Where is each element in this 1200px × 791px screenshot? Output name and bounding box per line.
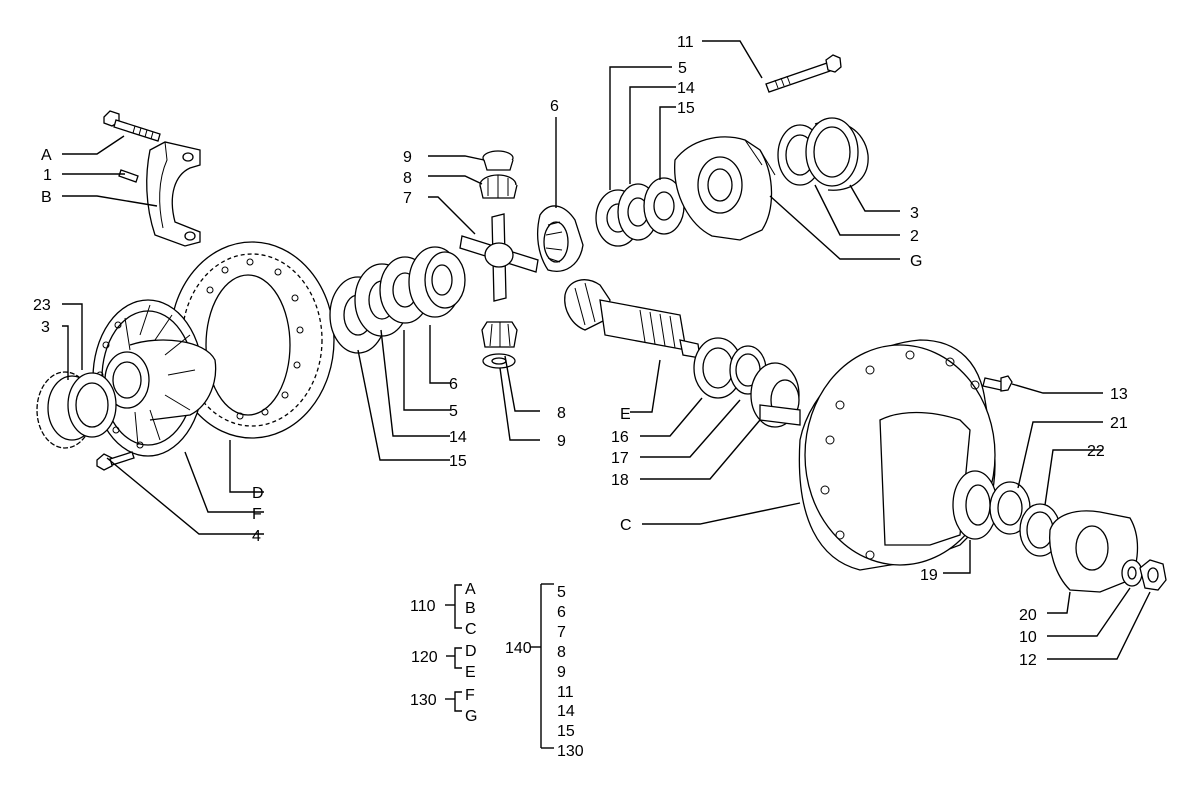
group-140-member-11: 11 xyxy=(557,684,574,701)
group-140-label: 140 xyxy=(505,640,532,657)
leader-lines xyxy=(62,40,1151,660)
group-120-label: 120 xyxy=(411,649,438,666)
callout-f: F xyxy=(252,506,262,523)
callout-10: 10 xyxy=(1019,629,1037,646)
group-130: 130 F G xyxy=(410,687,477,725)
callout-a: A xyxy=(41,147,52,164)
group-110: 110 A B C xyxy=(410,581,477,638)
bearing-right-part xyxy=(777,117,869,191)
group-130-label: 130 xyxy=(410,692,437,709)
bolt-11-part xyxy=(765,54,842,93)
callout-e: E xyxy=(620,406,631,423)
callout-5-left: 5 xyxy=(449,403,458,420)
group-120: 120 D E xyxy=(411,643,477,681)
callout-20: 20 xyxy=(1019,607,1037,624)
group-140-member-14: 14 xyxy=(557,703,575,720)
pinion-shaft-e-part xyxy=(564,279,701,359)
callout-13: 13 xyxy=(1110,386,1128,403)
group-120-member-e: E xyxy=(465,664,476,681)
pin-1-part xyxy=(118,169,139,183)
callout-1: 1 xyxy=(43,167,52,184)
callout-19: 19 xyxy=(920,567,938,584)
callout-17: 17 xyxy=(611,450,629,467)
callout-6-left: 6 xyxy=(449,376,458,393)
callout-18: 18 xyxy=(611,472,629,489)
callout-8-top: 8 xyxy=(403,170,412,187)
bearing-left-part xyxy=(36,371,117,449)
callout-g: G xyxy=(910,253,922,270)
callout-9-top: 9 xyxy=(403,149,412,166)
callout-4: 4 xyxy=(252,528,261,545)
callout-15-left: 15 xyxy=(449,453,467,470)
flange-assembly-part xyxy=(1049,510,1167,593)
callout-8-bottom: 8 xyxy=(557,405,566,422)
callout-14-left: 14 xyxy=(449,429,467,446)
callout-21: 21 xyxy=(1110,415,1128,432)
group-130-member-g: G xyxy=(465,708,477,725)
callout-labels: A 1 B 23 3 4 F D 9 8 7 6 6 5 14 15 8 9 1… xyxy=(33,34,1128,669)
callout-12: 12 xyxy=(1019,652,1037,669)
callout-16: 16 xyxy=(611,429,629,446)
group-140-member-7: 7 xyxy=(557,624,566,641)
callout-9-bottom: 9 xyxy=(557,433,566,450)
group-130-member-f: F xyxy=(465,687,475,704)
callout-3-right: 3 xyxy=(910,205,919,222)
pinion-bearings-part xyxy=(693,337,801,428)
side-pinion-top-part xyxy=(479,150,518,199)
group-140-member-130: 130 xyxy=(557,743,584,760)
bearing-cap-b-part xyxy=(146,141,201,247)
callout-5-right: 5 xyxy=(678,60,687,77)
callout-22: 22 xyxy=(1087,443,1105,460)
group-110-member-a: A xyxy=(465,581,476,598)
callout-6-top: 6 xyxy=(550,98,559,115)
side-pinion-bottom-part xyxy=(481,321,518,369)
callout-3-left: 3 xyxy=(41,319,50,336)
axle-housing-c-part xyxy=(798,339,998,571)
bolt-13-part xyxy=(982,375,1013,392)
callout-7: 7 xyxy=(403,190,412,207)
group-140: 140 5 6 7 8 9 11 14 15 130 xyxy=(505,583,584,760)
side-gear-left-part xyxy=(329,246,466,354)
bolt-a-part xyxy=(103,110,161,142)
group-110-label: 110 xyxy=(410,598,436,615)
group-140-member-15: 15 xyxy=(557,723,575,740)
group-140-member-9: 9 xyxy=(557,664,566,681)
assembly-group-legend: 110 A B C 120 D E 130 F G 140 xyxy=(410,581,584,760)
callout-14-right: 14 xyxy=(677,80,695,97)
callout-b: B xyxy=(41,189,52,206)
callout-2: 2 xyxy=(910,228,919,245)
group-140-member-6: 6 xyxy=(557,604,566,621)
washers-right-part xyxy=(595,177,685,247)
bolt-4-part xyxy=(96,451,135,471)
callout-d: D xyxy=(252,485,264,502)
differential-case-f-part xyxy=(92,299,217,457)
side-gear-right-part xyxy=(537,205,584,272)
group-110-member-b: B xyxy=(465,600,476,617)
group-140-member-5: 5 xyxy=(557,584,566,601)
bearing-cap-g-part xyxy=(674,136,776,241)
callout-c: C xyxy=(620,517,632,534)
callout-15-right: 15 xyxy=(677,100,695,117)
cross-pin-7-part xyxy=(459,213,539,302)
group-110-member-c: C xyxy=(465,621,477,638)
callout-11: 11 xyxy=(677,34,694,51)
group-120-member-d: D xyxy=(465,643,477,660)
callout-23: 23 xyxy=(33,297,51,314)
group-140-member-8: 8 xyxy=(557,644,566,661)
